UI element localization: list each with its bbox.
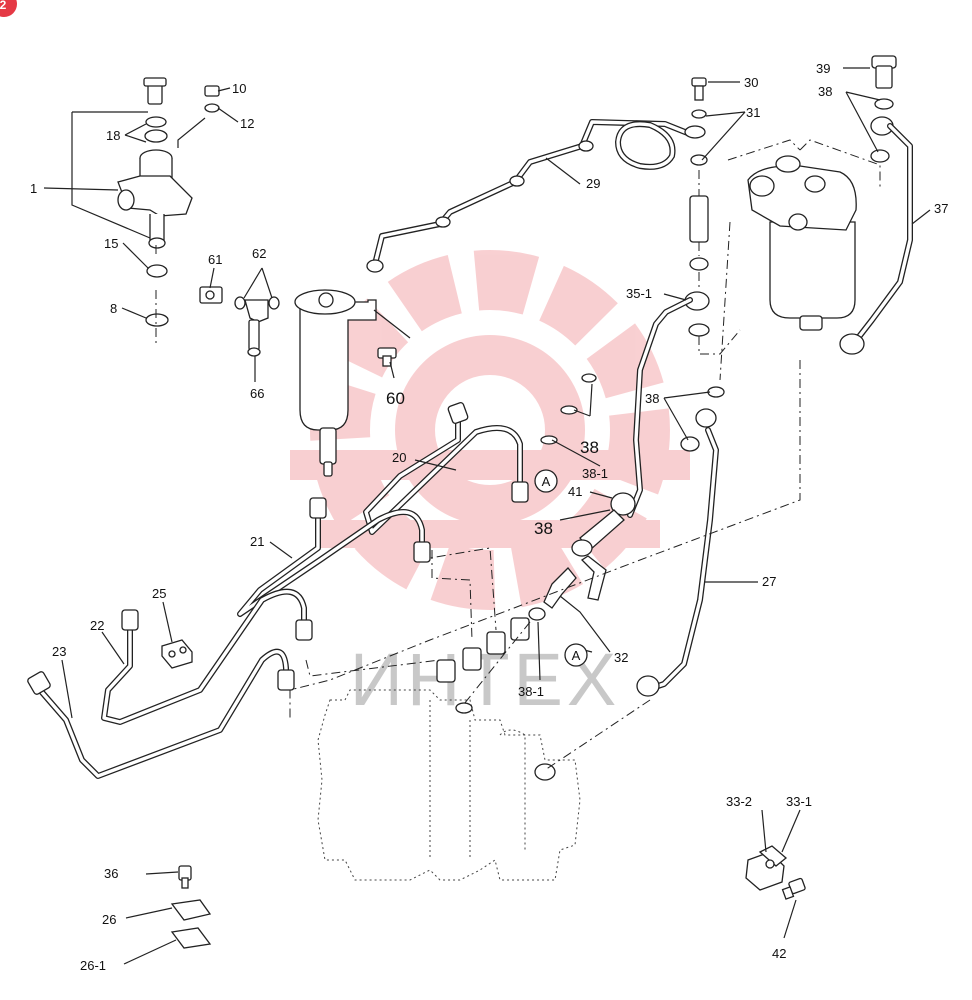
reference-marker-a1: A — [534, 469, 558, 493]
callout-37: 37 — [934, 201, 948, 216]
pipe-37 — [839, 123, 913, 355]
svg-text:A: A — [572, 648, 581, 663]
callout-12: 12 — [240, 116, 254, 131]
parts-39-38-topright — [870, 55, 897, 163]
callout-22: 22 — [90, 618, 104, 633]
callout-38-top: 38 — [818, 84, 832, 99]
callout-20: 20 — [392, 450, 406, 465]
parts-33-42 — [745, 845, 806, 900]
callout-39: 39 — [816, 61, 830, 76]
callout-26-1: 26-1 — [80, 958, 106, 973]
callout-38-mid: 38 — [645, 391, 659, 406]
callout-66: 66 — [250, 386, 264, 401]
callout-62: 62 — [252, 246, 266, 261]
callout-31: 31 — [746, 105, 760, 120]
callout-15: 15 — [104, 236, 118, 251]
callout-27: 27 — [762, 574, 776, 589]
callout-32: 32 — [614, 650, 628, 665]
leader-lines — [43, 67, 931, 965]
callout-23: 23 — [52, 644, 66, 659]
callout-35-1: 35-1 — [626, 286, 652, 301]
parts-36-26 — [170, 865, 212, 949]
callout-33-1: 33-1 — [786, 794, 812, 809]
callout-29: 29 — [586, 176, 600, 191]
injection-pipes — [27, 402, 529, 779]
pipe-35-1 — [627, 297, 693, 518]
svg-text:2: 2 — [0, 0, 7, 12]
page-badge: 2 — [0, 0, 17, 17]
callout-41: 41 — [568, 484, 582, 499]
callout-8: 8 — [110, 301, 117, 316]
svg-text:A: A — [542, 474, 551, 489]
callout-10: 10 — [232, 81, 246, 96]
callout-26: 26 — [102, 912, 116, 927]
callout-38-1-upper: 38-1 — [582, 466, 608, 481]
callout-38-fitting: 38 — [534, 519, 553, 538]
callout-61: 61 — [208, 252, 222, 267]
parts-30-31-stack — [684, 77, 741, 355]
injection-pump-outlets — [436, 617, 556, 781]
fuel-filter-right — [727, 139, 881, 331]
part-25-clamp — [161, 639, 193, 669]
callout-1: 1 — [30, 181, 37, 196]
callout-38-washers: 38 — [580, 438, 599, 457]
parts-61-62-66 — [199, 286, 280, 357]
callout-42: 42 — [772, 946, 786, 961]
engine-block-outline — [317, 689, 581, 881]
pipe-27 — [636, 386, 725, 697]
callout-30: 30 — [744, 75, 758, 90]
callout-18: 18 — [106, 128, 120, 143]
parts-41-38-fitting — [463, 373, 636, 705]
callout-21: 21 — [250, 534, 264, 549]
reference-marker-a2: A — [564, 643, 588, 667]
callout-38-1-lower: 38-1 — [518, 684, 544, 699]
pipe-29 — [366, 119, 693, 273]
callout-36: 36 — [104, 866, 118, 881]
part-1-feed-pump — [71, 77, 220, 345]
callout-25: 25 — [152, 586, 166, 601]
fuel-filter-center — [294, 289, 411, 477]
callout-60: 60 — [386, 389, 405, 408]
callout-33-2: 33-2 — [726, 794, 752, 809]
